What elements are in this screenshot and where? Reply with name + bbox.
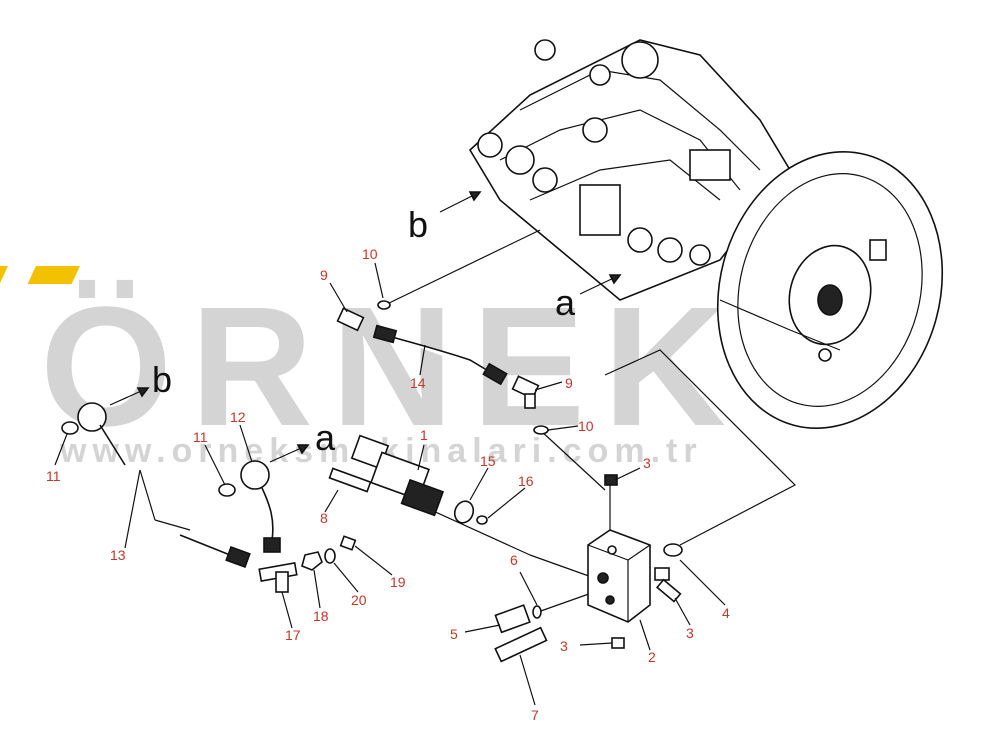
nut-11-right	[218, 483, 236, 497]
callout-leaders	[54, 262, 726, 706]
plug-19	[339, 535, 357, 551]
o-ring-10-upper	[377, 300, 391, 310]
reference-b-lower: b	[109, 359, 172, 406]
callout-11-left: 11	[46, 468, 61, 484]
reference-a-lower: a	[269, 417, 336, 463]
valve-block-2	[587, 529, 651, 623]
watermark-accent-right	[27, 266, 80, 284]
fitting-7	[494, 626, 548, 663]
fitting-5	[494, 604, 531, 634]
o-ring-4	[663, 543, 683, 557]
callout-9-upper: 9	[320, 267, 328, 283]
callout-10-upper: 10	[362, 246, 378, 262]
callout-3-top: 3	[643, 455, 651, 471]
reference-a-upper: a	[555, 274, 622, 323]
o-ring-6	[532, 605, 542, 619]
fitting-9-upper	[336, 307, 365, 332]
o-ring-16	[476, 515, 488, 525]
callout-1: 1	[420, 427, 428, 443]
callout-2: 2	[648, 649, 656, 665]
o-ring-10-lower	[533, 425, 549, 435]
callout-13: 13	[110, 547, 126, 563]
callout-8: 8	[320, 510, 328, 526]
hose-14	[372, 324, 508, 386]
callout-14: 14	[410, 375, 426, 391]
reference-letter: a	[555, 282, 576, 323]
callout-12: 12	[230, 409, 246, 425]
callout-19: 19	[390, 574, 406, 590]
callout-6: 6	[510, 552, 518, 568]
callout-16: 16	[518, 473, 534, 489]
callout-4: 4	[722, 605, 730, 621]
callout-3-bottom: 3	[560, 638, 568, 654]
plug-3-right	[654, 567, 682, 603]
hose-13	[77, 402, 251, 569]
bolt-8	[328, 467, 372, 493]
callout-20: 20	[351, 592, 367, 608]
o-ring-20	[324, 548, 336, 564]
callout-3-right: 3	[686, 625, 694, 641]
reference-letter: a	[315, 417, 336, 458]
callout-7: 7	[531, 707, 539, 723]
callout-5: 5	[450, 626, 458, 642]
fitting-9-lower	[511, 375, 540, 409]
hydraulic-pump-assembly	[468, 39, 944, 429]
nut-11-left	[61, 421, 79, 435]
plug-3-top	[604, 474, 618, 486]
watermark: ÖRNEK www.orneksmakinalari.com.tr	[0, 266, 726, 470]
nut-18	[301, 551, 323, 571]
plug-3-bottom	[611, 637, 625, 649]
callout-15: 15	[480, 453, 496, 469]
reference-b-upper: b	[408, 191, 482, 245]
o-ring-15	[453, 500, 475, 524]
callout-11-right: 11	[193, 429, 208, 445]
watermark-accent-left	[0, 266, 8, 284]
callout-9-lower: 9	[565, 375, 573, 391]
hose-12	[240, 460, 281, 553]
callout-18: 18	[313, 608, 329, 624]
solenoid-valve-1	[350, 434, 445, 517]
callout-labels: 1 2 3 3 3 4 5 6 7 8 9 9 10 10 11 11 12 1…	[46, 246, 730, 723]
callout-10-lower: 10	[578, 418, 594, 434]
elbow-17	[258, 562, 298, 593]
reference-letter: b	[408, 204, 428, 245]
callout-17: 17	[285, 627, 301, 643]
leader-lines	[139, 229, 797, 613]
reference-letter: b	[152, 359, 172, 400]
